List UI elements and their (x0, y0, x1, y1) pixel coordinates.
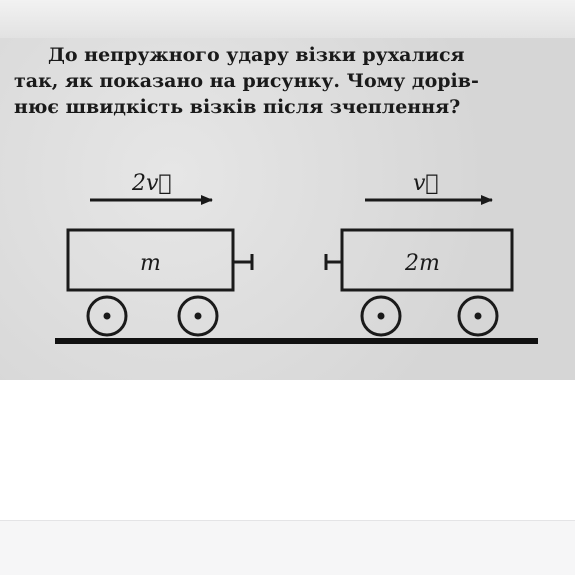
left-cart-wheel-back (177, 295, 219, 337)
right-cart-body (340, 228, 514, 292)
left-cart-mass-label: m (140, 251, 161, 276)
right-cart-wheel-back (457, 295, 499, 337)
left-cart-coupler (233, 254, 254, 270)
right-velocity-label: v⃗ (413, 171, 439, 196)
problem-line-3: нює швидкість візків після зчеплення? (14, 96, 461, 118)
bottom-bar (0, 520, 575, 575)
right-cart-mass-label: 2m (404, 251, 440, 276)
right-cart-wheel-front (360, 295, 402, 337)
carts-figure: 2v⃗ v⃗ m 2m (55, 171, 538, 344)
right-cart-coupler (324, 254, 342, 270)
left-velocity-label: 2v⃗ (131, 171, 172, 196)
problem-line-1: До непружного удару візки рухалися (48, 44, 465, 66)
problem-text: До непружного удару візки рухалися так, … (14, 42, 566, 120)
left-cart-body (66, 228, 235, 292)
textbook-photo (0, 38, 575, 380)
left-cart-wheel-front (86, 295, 128, 337)
problem-line-2: так, як показано на рисунку. Чому дорів- (14, 70, 479, 92)
top-background-strip (0, 0, 575, 38)
